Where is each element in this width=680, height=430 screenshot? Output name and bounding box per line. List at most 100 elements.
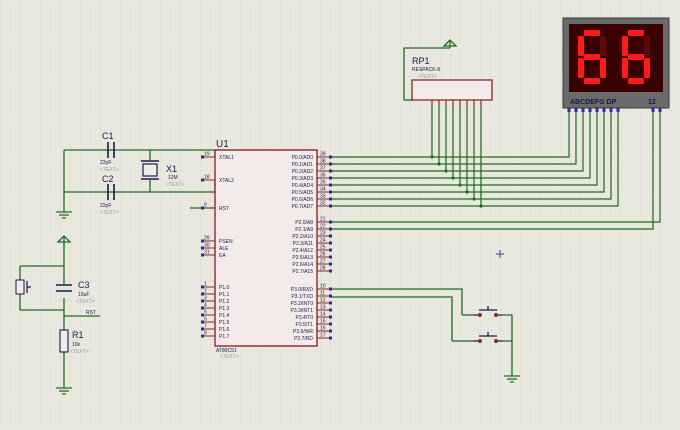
capacitor-c3[interactable]: C3 10uF <TEXT>	[56, 280, 95, 305]
mcu-pin-name: P1.6	[219, 327, 230, 333]
u1-part: AT89C51	[216, 348, 237, 354]
pin-end	[329, 262, 332, 266]
junction-dot	[430, 155, 434, 159]
pin-end	[329, 197, 332, 201]
pin-end	[329, 255, 332, 259]
display-pin	[651, 108, 655, 112]
display-pin	[658, 108, 662, 112]
rp1-ref: RP1	[412, 56, 430, 66]
mcu-pin-number: 6	[204, 317, 207, 323]
mcu-pin-number: 12	[320, 298, 326, 304]
segment-b	[644, 36, 650, 56]
display-pin	[588, 108, 592, 112]
resistor-r1[interactable]: R1 10k <TEXT>	[59, 329, 89, 355]
mcu-pin-name: P1.1	[219, 292, 230, 298]
pin-end	[329, 183, 332, 187]
pin-end	[329, 190, 332, 194]
segment-a	[628, 30, 644, 36]
junction-dot	[458, 183, 462, 187]
reset-button[interactable]	[15, 279, 31, 295]
mcu-pin-number: 14	[320, 312, 326, 318]
junction-dot	[465, 190, 469, 194]
mcu-pin-name: P1.7	[219, 334, 230, 340]
microcontroller-u1[interactable]: U1 AT89C51 <TEXT> 19XTAL118XTAL29RST29PS…	[201, 139, 332, 360]
mcu-pin-name: P2.1/A9	[295, 227, 313, 233]
junction-dot	[451, 176, 455, 180]
mcu-pin-number: 15	[320, 319, 326, 325]
mcu-pin-number: 34	[320, 187, 326, 193]
wire-p2-common	[331, 110, 654, 230]
segment-c	[644, 58, 650, 78]
mcu-pin-number: 7	[204, 324, 207, 330]
pin-end	[201, 299, 204, 303]
crosshair-cursor-icon	[496, 250, 504, 258]
display-pin	[574, 108, 578, 112]
c1-placeholder: <TEXT>	[100, 167, 119, 173]
wire-p0-segment	[331, 110, 619, 207]
seven-segment-display[interactable]: ABCDEFG DP 12	[562, 17, 670, 112]
mcu-pin-name: P3.5/T1	[295, 322, 313, 328]
mcu-pin-name: P2.6/A14	[292, 262, 313, 268]
mcu-pin-name: P1.3	[219, 306, 230, 312]
mcu-pin-number: 2	[204, 289, 207, 295]
ground-icon	[56, 387, 72, 395]
pushbutton-icon	[474, 306, 502, 316]
mcu-pin-number: 29	[204, 236, 210, 242]
pin-end	[329, 155, 332, 159]
x1-value: 12M	[168, 175, 178, 181]
ground-icon	[504, 375, 520, 383]
mcu-pin-name: PSEN	[219, 239, 233, 245]
pin-end	[201, 285, 204, 289]
pushbutton-int1[interactable]	[474, 332, 502, 343]
c2-placeholder: <TEXT>	[100, 210, 119, 216]
display-pins	[567, 108, 662, 112]
crystal-x1[interactable]: X1 12M <TEXT>	[141, 160, 185, 188]
mcu-pin-name: P0.2/AD2	[292, 169, 314, 175]
pin-end	[329, 169, 332, 173]
segment-f	[578, 36, 584, 56]
mcu-pin-name: P0.7/AD7	[292, 204, 314, 210]
pin-end	[329, 287, 332, 291]
pin-end	[329, 204, 332, 208]
respack-body	[411, 79, 493, 101]
pin-end	[329, 241, 332, 245]
mcu-pin-name: P0.0/AD0	[292, 155, 314, 161]
pin-end	[329, 248, 332, 252]
pin-end	[201, 292, 204, 296]
pushbutton-icon	[15, 279, 25, 295]
pin-end	[329, 301, 332, 305]
wire-p0-segment	[331, 110, 605, 193]
mcu-pin-name: P3.0/RXD	[291, 287, 314, 293]
mcu-pin-number: 22	[320, 224, 326, 230]
wire-p3-switches	[330, 288, 463, 341]
pushbutton-int0[interactable]	[474, 306, 502, 317]
mcu-pin-number: 38	[320, 159, 326, 165]
pin-end	[329, 269, 332, 273]
mcu-pin-name: EA	[219, 253, 226, 259]
pin-end	[201, 155, 204, 159]
x1-ref: X1	[166, 164, 177, 174]
junction-dot	[472, 197, 476, 201]
mcu-pin-number: 39	[320, 152, 326, 158]
mcu-pin-number: 35	[320, 180, 326, 186]
pin-end	[329, 162, 332, 166]
power-arrow-icon	[442, 39, 458, 48]
display-pin	[595, 108, 599, 112]
mcu-pin-name: P3.3/INT1	[290, 308, 313, 314]
pin-end	[201, 206, 204, 210]
ground-symbols	[56, 211, 520, 395]
wire-switch-ground	[452, 314, 513, 376]
c1-ref: C1	[102, 131, 114, 141]
mcu-pin-name: P2.2/A10	[292, 234, 313, 240]
mcu-pin-number: 23	[320, 231, 326, 237]
mcu-pin-number: 18	[204, 175, 210, 181]
mcu-pin-number: 21	[320, 217, 326, 223]
resistor-pack-rp1[interactable]: RP1 RESPACK-8 <TEXT>	[411, 56, 493, 106]
capacitor-c1[interactable]: C1 22pF <TEXT>	[100, 131, 119, 173]
wire-p0-segment	[331, 110, 598, 186]
pin-end	[329, 308, 332, 312]
capacitor-c2[interactable]: C2 22pF <TEXT>	[100, 174, 119, 216]
display-pin	[602, 108, 606, 112]
mcu-pin-name: XTAL2	[219, 178, 234, 184]
